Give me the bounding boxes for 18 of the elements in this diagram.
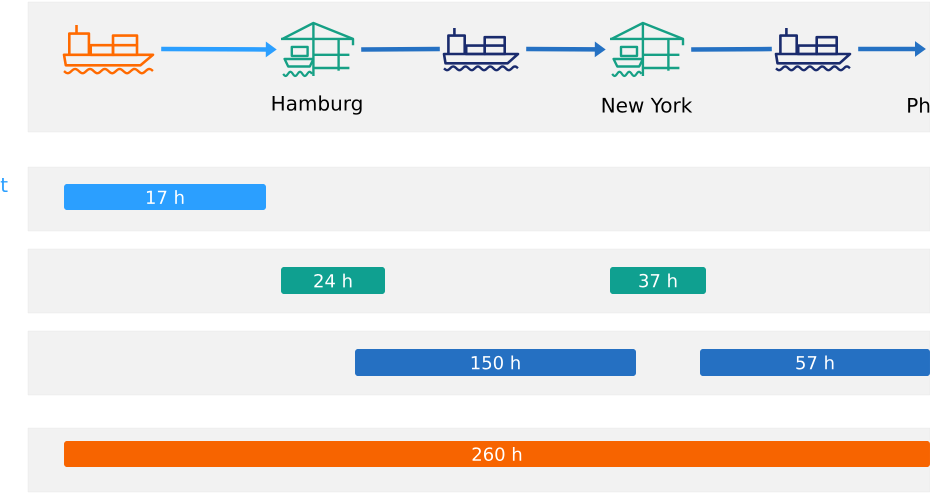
cut-off-text: t [0,178,8,192]
duration-bar: 17 h [64,184,266,210]
port-crane-icon [281,22,354,78]
duration-bar: 57 h [700,349,930,376]
duration-bar: 24 h [281,267,385,294]
duration-bar: 37 h [610,267,706,294]
cut-off-text: Ph [908,97,930,113]
ship-icon [442,28,520,72]
duration-bar: 150 h [355,349,636,376]
duration-bar: 260 h [64,441,930,467]
ship-icon [62,25,154,74]
port-crane-icon [610,22,684,78]
row-band [28,248,930,314]
port-name: Hamburg [272,95,362,115]
ship-icon [774,28,852,72]
row-band [28,166,930,232]
port-name: New York [602,97,692,113]
row-band [28,2,930,132]
